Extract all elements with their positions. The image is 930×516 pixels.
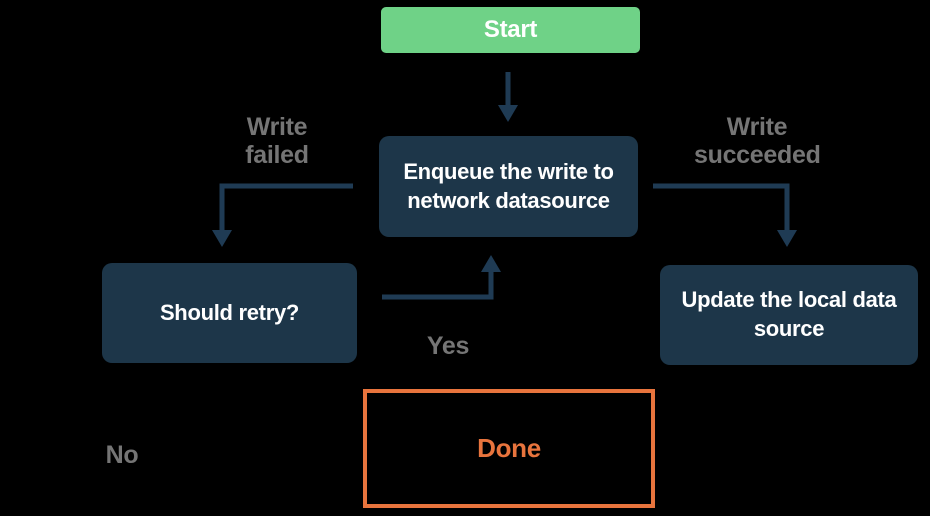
edge-label-no: No	[105, 441, 139, 469]
node-done-label: Done	[477, 433, 541, 463]
node-enqueue-write: Enqueue the write to network datasource	[379, 136, 638, 237]
node-should-retry-label: Should retry?	[159, 299, 300, 325]
edge-label-write-failed: Write failed	[245, 113, 309, 169]
node-update-local-source-label: Update the local data source	[681, 287, 897, 341]
edge-label-write-succeeded: Write succeeded	[694, 113, 821, 169]
node-enqueue-write-label: Enqueue the write to network datasource	[403, 158, 614, 213]
node-start: Start	[381, 7, 640, 53]
arrow-start-to-enqueue	[498, 72, 518, 122]
node-done: Done	[363, 389, 655, 508]
arrow-enqueue-to-should-retry	[212, 183, 353, 247]
node-should-retry: Should retry?	[102, 263, 357, 363]
arrow-should-retry-to-enqueue	[382, 255, 501, 300]
node-start-label: Start	[483, 16, 538, 43]
edge-label-yes: Yes	[426, 332, 470, 360]
node-update-local-source: Update the local data source	[660, 265, 918, 365]
arrow-enqueue-to-update-local	[653, 183, 797, 247]
